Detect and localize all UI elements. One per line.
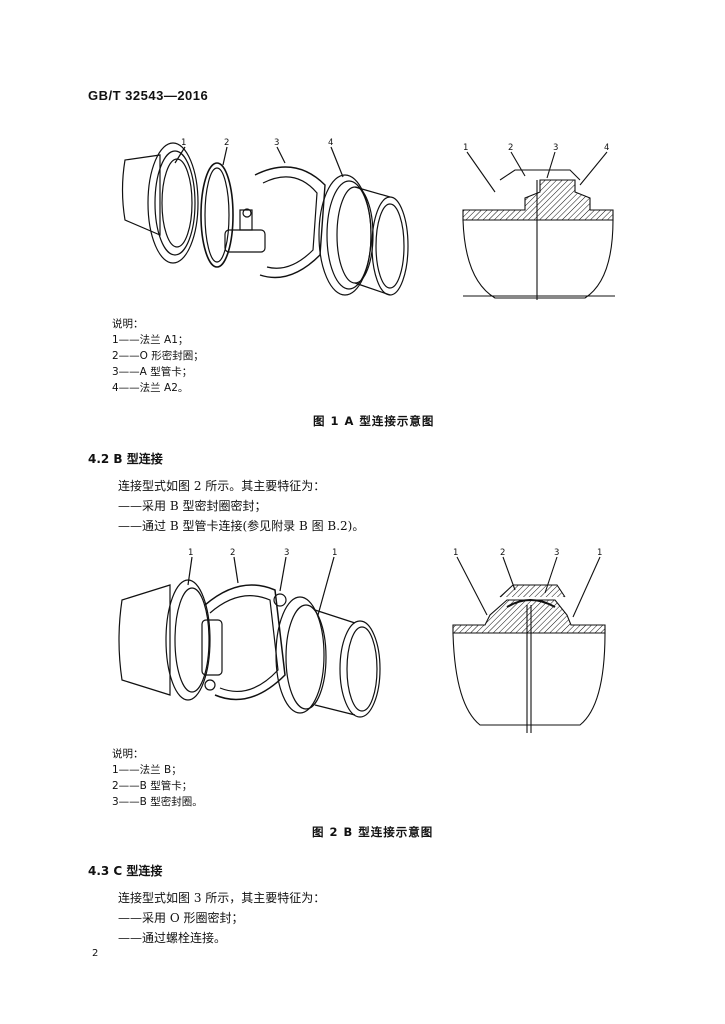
- fig2-sec-callout-1: 1: [453, 548, 458, 558]
- legend-item: 3——A 型管卡；: [112, 366, 193, 378]
- section-heading-4-2: 4.2 B 型连接: [88, 452, 163, 466]
- figure2-perspective-drawing: 1 2 3 1: [118, 548, 381, 718]
- legend-title: 说明：: [112, 318, 144, 330]
- figure2-section-drawing: 1 2 3 1: [452, 548, 606, 733]
- legend-item: 1——法兰 A1；: [112, 334, 189, 346]
- paragraph-line: 连接型式如图 3 所示，其主要特征为：: [118, 891, 326, 905]
- legend-item: 3——B 型密封圈。: [112, 796, 203, 808]
- paragraph-line: ——采用 O 形圈密封；: [118, 911, 244, 925]
- paragraph-line: ——通过 B 型管卡连接(参见附录 B 图 B.2)。: [118, 519, 365, 533]
- section-4-3-body: 连接型式如图 3 所示，其主要特征为： ——采用 O 形圈密封； ——通过螺栓连…: [118, 888, 325, 948]
- section-4-2-body: 连接型式如图 2 所示。其主要特征为： ——采用 B 型密封圈密封； ——通过 …: [118, 476, 364, 536]
- fig2-sec-callout-1b: 1: [597, 548, 602, 558]
- fig2-callout-1: 1: [188, 548, 193, 558]
- fig2-callout-2: 2: [230, 548, 235, 558]
- paragraph-line: ——采用 B 型密封圈密封；: [118, 499, 267, 513]
- fig1-callout-4: 4: [328, 138, 333, 148]
- legend-item: 1——法兰 B；: [112, 764, 182, 776]
- legend-item: 2——B 型管卡；: [112, 780, 193, 792]
- fig2-sec-callout-3: 3: [554, 548, 559, 558]
- paragraph-line: ——通过螺栓连接。: [118, 931, 227, 945]
- section-heading-4-3: 4.3 C 型连接: [88, 864, 163, 878]
- figure2-caption: 图 2 B 型连接示意图: [312, 825, 434, 839]
- fig1-sec-callout-1: 1: [463, 143, 468, 153]
- page-number: 2: [92, 948, 99, 959]
- figure1-caption: 图 1 A 型连接示意图: [313, 414, 435, 428]
- figure1-legend: 说明： 1——法兰 A1； 2——O 形密封圈； 3——A 型管卡； 4——法兰…: [112, 316, 204, 396]
- paragraph-line: 连接型式如图 2 所示。其主要特征为：: [118, 479, 326, 493]
- legend-item: 2——O 形密封圈；: [112, 350, 204, 362]
- standard-header: GB/T 32543—2016: [88, 88, 209, 103]
- fig1-sec-callout-4: 4: [604, 143, 609, 153]
- legend-item: 4——法兰 A2。: [112, 382, 189, 394]
- fig1-callout-1: 1: [181, 138, 186, 148]
- figure1-perspective-drawing: 1 2 3 4: [121, 138, 409, 296]
- legend-title: 说明：: [112, 748, 144, 760]
- figure2-legend: 说明： 1——法兰 B； 2——B 型管卡； 3——B 型密封圈。: [112, 746, 203, 810]
- fig2-callout-1b: 1: [332, 548, 337, 558]
- fig1-callout-2: 2: [224, 138, 229, 148]
- fig1-sec-callout-3: 3: [553, 143, 558, 153]
- fig1-sec-callout-2: 2: [508, 143, 513, 153]
- fig2-callout-3: 3: [284, 548, 289, 558]
- fig1-callout-3: 3: [274, 138, 279, 148]
- figure1-section-drawing: 1 2 3 4: [462, 143, 615, 300]
- fig2-sec-callout-2: 2: [500, 548, 505, 558]
